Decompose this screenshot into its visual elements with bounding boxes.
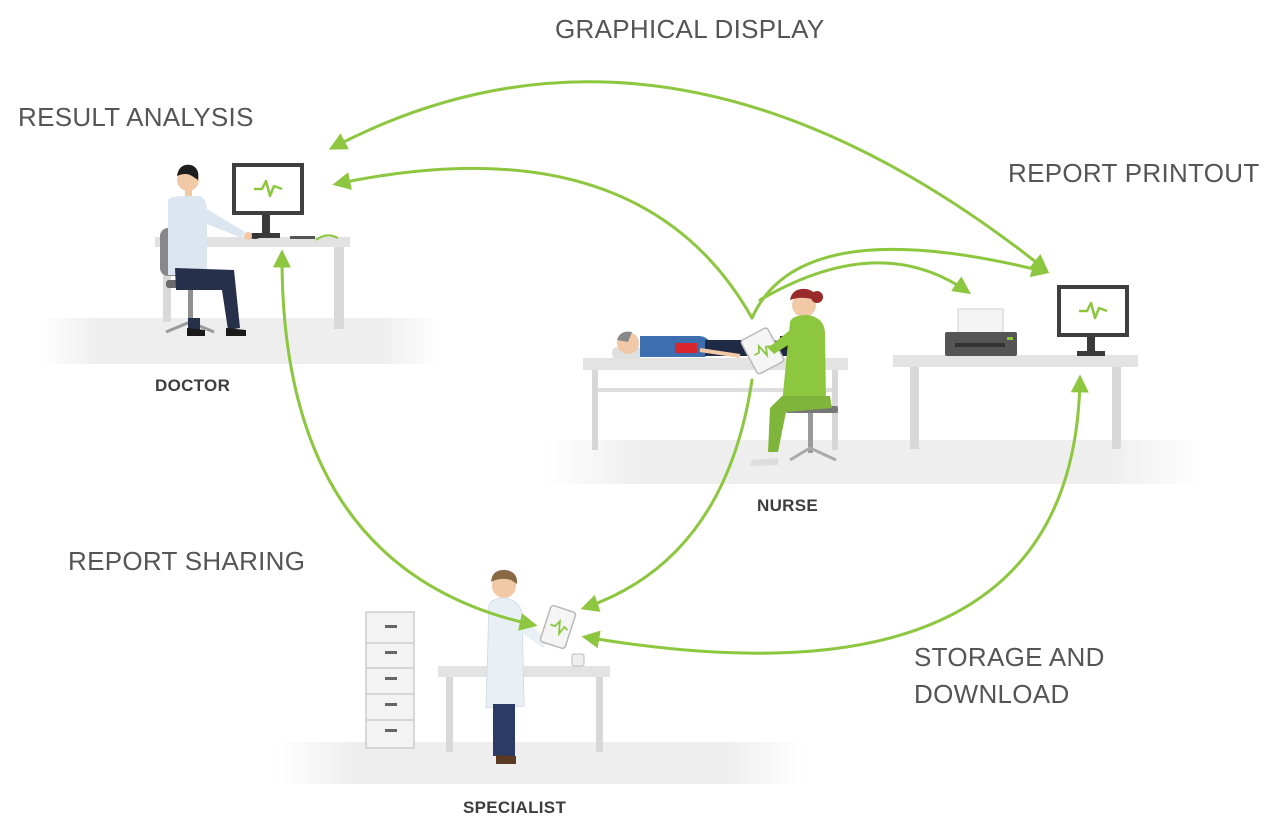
role-doctor: DOCTOR: [155, 376, 230, 395]
mug-icon: [571, 653, 585, 667]
arrow-nurse-to-specialist: [580, 378, 754, 612]
nurse-station: [583, 288, 848, 466]
heartbeat-icon: [254, 179, 283, 198]
arrow-storage-download: [581, 374, 1089, 655]
specialist-floor: [275, 742, 805, 784]
heartbeat-icon: [1079, 301, 1108, 320]
arrow-report-sharing: [272, 249, 538, 631]
role-specialist: SPECIALIST: [463, 798, 566, 817]
label-graphical-display: GRAPHICAL DISPLAY: [555, 14, 825, 44]
heartbeat-icon: [550, 618, 569, 637]
specialist-table: [438, 666, 610, 677]
doctor-desk: [155, 237, 350, 247]
nurse-tablet: [740, 327, 785, 375]
label-report-printout: REPORT PRINTOUT: [1008, 158, 1260, 188]
nurse-floor: [545, 440, 1205, 484]
label-storage-line1: STORAGE AND: [914, 642, 1105, 672]
heartbeat-icon: [754, 343, 772, 358]
label-storage-line2: DOWNLOAD: [914, 679, 1070, 709]
printer-icon: [945, 308, 1017, 356]
doctor-monitor: [232, 163, 304, 238]
label-report-sharing: REPORT SHARING: [68, 546, 305, 576]
doctor-figure: [168, 164, 252, 336]
arrow-graphical-display: [328, 80, 1049, 273]
arrow-nurse-to-printer: [758, 261, 971, 302]
nurse-figure: [750, 288, 832, 466]
role-nurse: NURSE: [757, 496, 818, 515]
arrow-nurse-to-doctor: [332, 166, 754, 320]
printout-station: [893, 285, 1138, 449]
arrow-nurse-to-monitor: [750, 247, 1050, 320]
file-cabinet: [365, 611, 415, 749]
flow-arrows: [272, 80, 1089, 655]
specialist-station: [365, 569, 610, 764]
doctor-floor: [40, 318, 440, 364]
doctor-workstation: [155, 163, 350, 336]
specialist-tablet: [539, 604, 577, 650]
print-monitor: [1057, 285, 1129, 356]
print-table: [893, 355, 1138, 367]
label-result-analysis: RESULT ANALYSIS: [18, 102, 254, 132]
